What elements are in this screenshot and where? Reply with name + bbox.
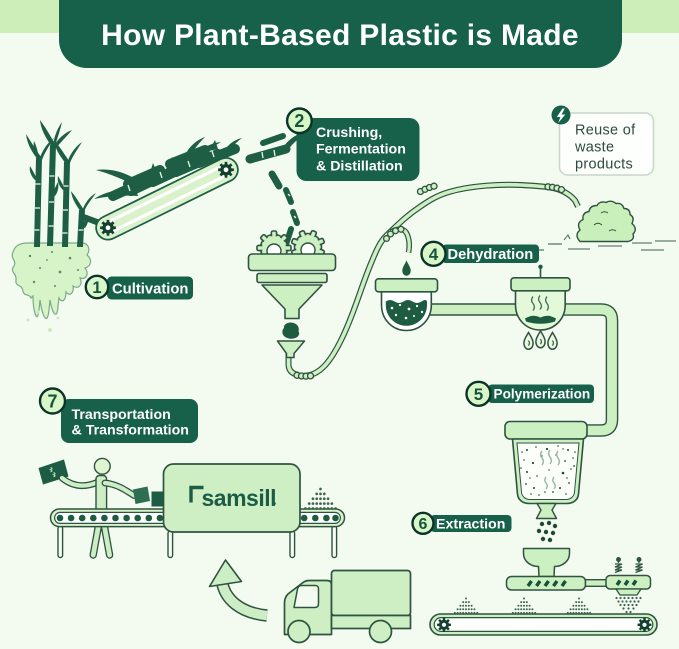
svg-text:& Distillation: & Distillation: [316, 158, 403, 174]
svg-text:Cultivation: Cultivation: [112, 282, 188, 298]
svg-text:& Transformation: & Transformation: [72, 422, 189, 438]
svg-text:waste: waste: [574, 140, 614, 156]
svg-text:Crushing,: Crushing,: [316, 125, 382, 141]
svg-text:Reuse of: Reuse of: [575, 123, 636, 139]
svg-text:7: 7: [47, 391, 57, 411]
svg-text:2: 2: [294, 111, 304, 131]
svg-text:products: products: [575, 157, 633, 173]
svg-text:Polymerization: Polymerization: [494, 387, 591, 402]
svg-text:Fermentation: Fermentation: [316, 142, 406, 158]
svg-text:6: 6: [419, 516, 428, 533]
svg-text:samsill: samsill: [202, 485, 277, 511]
svg-text:Transportation: Transportation: [72, 407, 171, 423]
svg-text:5: 5: [474, 385, 483, 404]
svg-text:Dehydration: Dehydration: [448, 247, 534, 263]
svg-text:Extraction: Extraction: [436, 517, 505, 533]
svg-text:1: 1: [92, 279, 101, 297]
svg-text:How Plant-Based Plastic is Mad: How Plant-Based Plastic is Made: [101, 19, 579, 52]
svg-text:4: 4: [429, 245, 439, 264]
